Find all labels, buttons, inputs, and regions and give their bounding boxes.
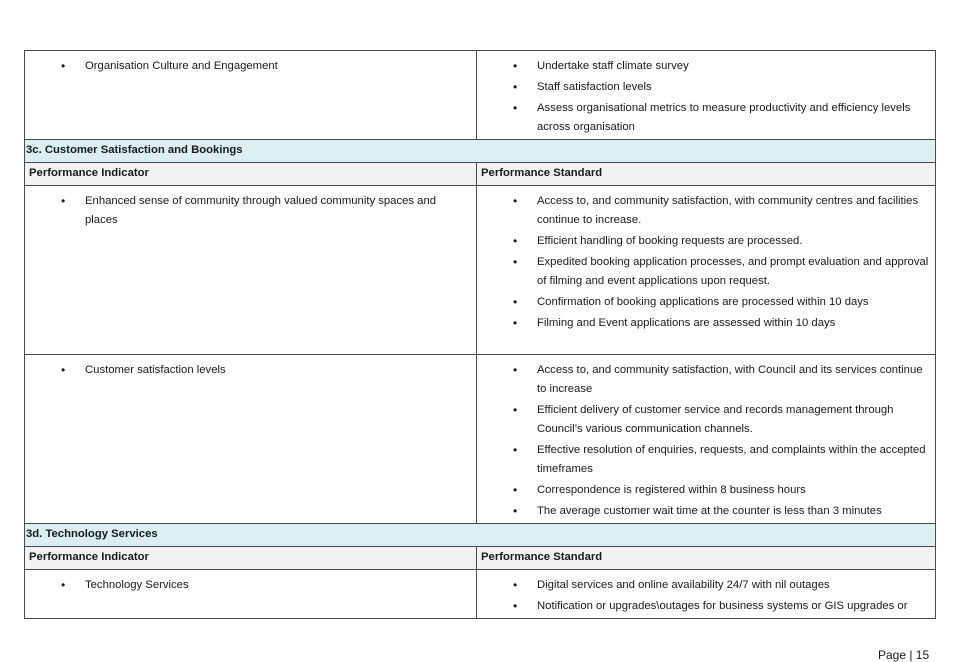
bullet-icon: • [61, 194, 66, 208]
list-item: •Organisation Culture and Engagement [25, 57, 476, 76]
bullet-icon: • [61, 578, 66, 592]
indicator-list: •Technology Services [25, 570, 476, 595]
bullet-icon: • [513, 295, 518, 309]
indicator-cell: •Organisation Culture and Engagement [24, 50, 477, 140]
table-row: •Customer satisfaction levels •Access to… [24, 354, 936, 524]
list-item: •Effective resolution of enquiries, requ… [513, 443, 926, 475]
bullet-icon: • [513, 403, 518, 417]
standard-list: •Digital services and online availabilit… [477, 570, 935, 616]
section-title-row: 3c. Customer Satisfaction and Bookings [24, 139, 936, 163]
list-item: •Customer satisfaction levels [25, 361, 476, 380]
list-item: •Digital services and online availabilit… [477, 576, 935, 595]
bullet-icon: • [513, 59, 518, 73]
indicator-cell: •Customer satisfaction levels [24, 354, 477, 524]
list-item: •Technology Services [25, 576, 476, 595]
bullet-icon: • [513, 483, 518, 497]
standard-list: •Access to, and community satisfaction, … [477, 186, 935, 333]
table-row: •Technology Services •Digital services a… [24, 569, 936, 619]
indicator-list: •Enhanced sense of community through val… [25, 186, 476, 230]
list-item: •Undertake staff climate survey [477, 57, 935, 76]
bullet-icon: • [513, 194, 518, 208]
list-item: •The average customer wait time at the c… [477, 502, 935, 521]
standard-cell: •Digital services and online availabilit… [476, 569, 936, 619]
bullet-icon: • [513, 80, 518, 94]
column-header-standard: Performance Standard [476, 162, 936, 186]
standard-cell: •Access to, and community satisfaction, … [476, 185, 936, 355]
list-item: •Expedited booking application processes… [513, 255, 929, 287]
column-header-indicator: Performance Indicator [24, 546, 477, 570]
bullet-icon: • [513, 255, 518, 269]
list-item: •Enhanced sense of community through val… [61, 194, 437, 226]
bullet-icon: • [513, 101, 518, 115]
standard-list: •Access to, and community satisfaction, … [477, 355, 935, 521]
bullet-icon: • [513, 316, 518, 330]
standard-cell: •Undertake staff climate survey •Staff s… [476, 50, 936, 140]
list-item: •Access to, and community satisfaction, … [513, 363, 923, 395]
bullet-icon: • [513, 578, 518, 592]
table-row: •Enhanced sense of community through val… [24, 185, 936, 355]
list-item: •Efficient handling of booking requests … [477, 232, 935, 251]
section-title-row: 3d. Technology Services [24, 523, 936, 547]
bullet-icon: • [61, 59, 66, 73]
bullet-icon: • [513, 234, 518, 248]
indicator-list: •Customer satisfaction levels [25, 355, 476, 380]
column-header-indicator: Performance Indicator [24, 162, 477, 186]
section-title: 3d. Technology Services [24, 523, 936, 547]
bullet-icon: • [61, 363, 66, 377]
list-item: •Notification or upgrades\outages for bu… [477, 597, 935, 616]
indicator-list: •Organisation Culture and Engagement [25, 51, 476, 76]
indicator-cell: •Enhanced sense of community through val… [24, 185, 477, 355]
section-title: 3c. Customer Satisfaction and Bookings [24, 139, 936, 163]
column-header-standard: Performance Standard [476, 546, 936, 570]
bullet-icon: • [513, 599, 518, 613]
list-item: •Efficient delivery of customer service … [513, 403, 894, 435]
list-item: •Assess organisational metrics to measur… [513, 101, 911, 133]
bullet-icon: • [513, 504, 518, 518]
standard-cell: •Access to, and community satisfaction, … [476, 354, 936, 524]
page-number: Page | 15 [878, 648, 930, 662]
bullet-icon: • [513, 443, 518, 457]
column-header-row: Performance Indicator Performance Standa… [24, 546, 936, 570]
list-item: •Confirmation of booking applications ar… [477, 293, 935, 312]
list-item: •Access to, and community satisfaction, … [513, 194, 919, 226]
standard-list: •Undertake staff climate survey •Staff s… [477, 51, 935, 137]
table-row: •Organisation Culture and Engagement •Un… [24, 50, 936, 140]
bullet-icon: • [513, 363, 518, 377]
list-item: •Filming and Event applications are asse… [477, 314, 935, 333]
performance-table: •Organisation Culture and Engagement •Un… [24, 50, 936, 619]
column-header-row: Performance Indicator Performance Standa… [24, 162, 936, 186]
indicator-cell: •Technology Services [24, 569, 477, 619]
list-item: •Staff satisfaction levels [477, 78, 935, 97]
list-item: •Correspondence is registered within 8 b… [477, 481, 935, 500]
